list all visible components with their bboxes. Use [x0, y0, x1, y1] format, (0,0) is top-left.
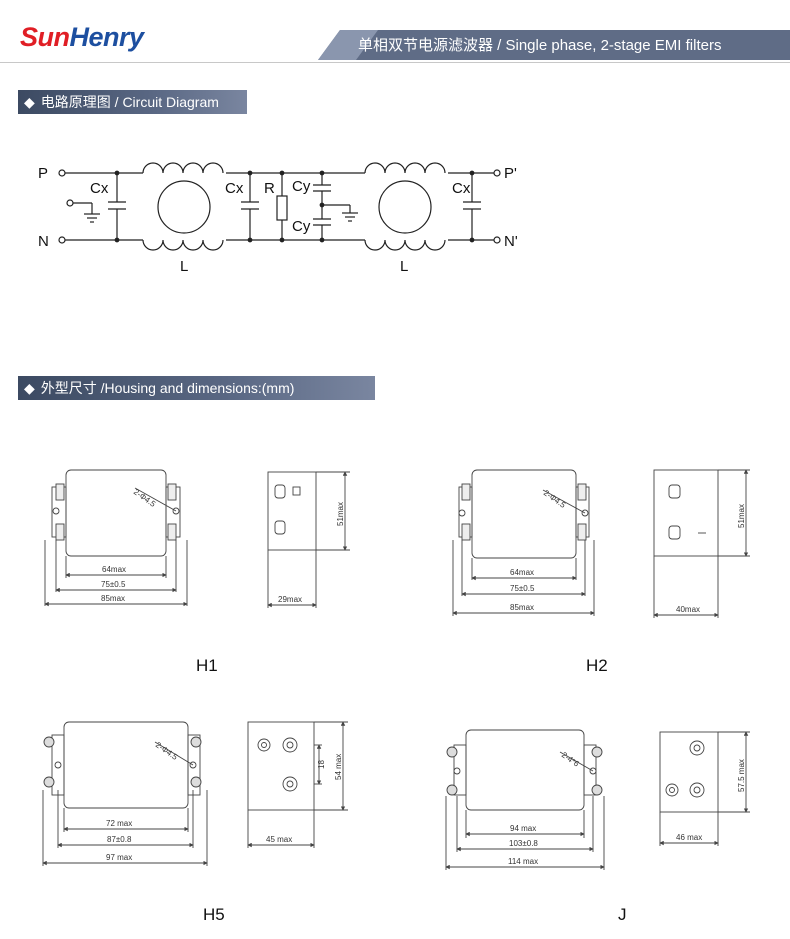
terminal-n-out-label: N' [504, 233, 518, 250]
h2-dim-85: 85max [510, 603, 534, 612]
h2-dim-64: 64max [510, 568, 534, 577]
page-title-banner: 单相双节电源滤波器 / Single phase, 2-stage EMI fi… [318, 30, 790, 60]
l2-label: L [400, 258, 408, 275]
l1-label: L [180, 258, 188, 275]
h5-side-view [247, 721, 348, 848]
h5-hole-label: 2-Φ4.5 [154, 740, 180, 762]
h1-dim-85: 85max [101, 594, 125, 603]
h5-dim-87: 87±0.8 [107, 835, 132, 844]
r-label: R [264, 180, 275, 197]
terminal-n-label: N [38, 233, 49, 250]
section-circuit-title: ◆电路原理图 / Circuit Diagram [18, 90, 247, 114]
model-label-h5: H5 [203, 905, 225, 924]
cx1-label: Cx [90, 180, 109, 197]
h1-dim-64: 64max [102, 565, 126, 574]
j-hole-label: 2-4*6 [560, 750, 581, 769]
j-dim-103: 103±0.8 [509, 839, 538, 848]
terminal-p-out-label: P' [504, 165, 517, 182]
model-label-h2: H2 [586, 656, 608, 675]
h2-dim-75: 75±0.5 [510, 584, 535, 593]
h1-dim-depth: 29max [278, 595, 302, 604]
cx3-label: Cx [452, 180, 471, 197]
j-side-view [659, 731, 750, 846]
h5-dim-72: 72 max [106, 819, 132, 828]
h2-hole-label: 2-Φ4.5 [542, 488, 568, 510]
model-label-j: J [618, 905, 627, 924]
j-front-view [445, 729, 605, 870]
j-dim-94: 94 max [510, 824, 536, 833]
circuit-diagram: P N P' N' Cx Cx R Cy Cy Cx L L [38, 162, 518, 275]
h5-dim-height: 54 max [334, 754, 343, 780]
h2-side-view [653, 469, 750, 618]
h2-dim-depth: 40max [676, 605, 700, 614]
header-divider [0, 62, 790, 63]
h5-dim-97: 97 max [106, 853, 132, 862]
dimension-drawings: 64max 75±0.5 85max 29max 51max 2-Φ4.5 64… [42, 469, 750, 870]
j-dim-depth: 46 max [676, 833, 702, 842]
h1-dim-height: 51max [336, 502, 345, 526]
h2-front-view [452, 469, 595, 616]
j-dim-height: 57.5 max [737, 759, 746, 792]
h5-dim-depth: 45 max [266, 835, 292, 844]
section-housing-title: ◆外型尺寸 /Housing and dimensions:(mm) [18, 376, 375, 400]
j-dim-114: 114 max [508, 857, 538, 866]
cx2-label: Cx [225, 180, 244, 197]
h1-front-view [44, 469, 188, 607]
h5-front-view [42, 721, 208, 866]
cy1-label: Cy [292, 178, 311, 195]
cy2-label: Cy [292, 218, 311, 235]
h1-dim-75: 75±0.5 [101, 580, 126, 589]
terminal-p-label: P [38, 165, 48, 182]
h2-dim-height: 51max [737, 504, 746, 528]
h1-hole-label: 2-Φ4.5 [132, 487, 158, 509]
page-title: 单相双节电源滤波器 / Single phase, 2-stage EMI fi… [358, 37, 722, 54]
h1-side-view [267, 471, 350, 608]
model-label-h1: H1 [196, 656, 218, 675]
banner-shape [318, 30, 790, 60]
brand-logo: SunHenry [20, 22, 144, 52]
h5-dim-pitch: 18 [317, 760, 326, 769]
